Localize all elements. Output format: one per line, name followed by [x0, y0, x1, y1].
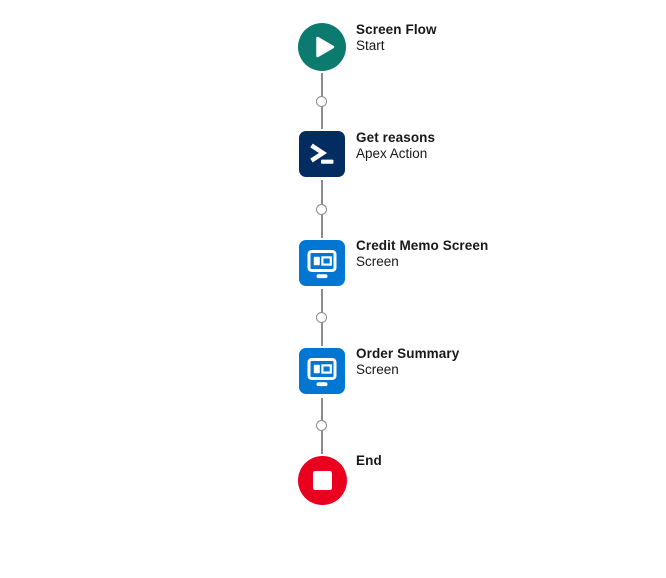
- screen-icon: [307, 358, 337, 387]
- node-subtitle: Apex Action: [356, 146, 428, 161]
- apex-action-node[interactable]: [299, 131, 345, 177]
- start-node[interactable]: [298, 23, 346, 71]
- screen-icon: [307, 250, 337, 279]
- screen-node-credit-memo[interactable]: [299, 240, 345, 286]
- end-node[interactable]: [298, 456, 347, 505]
- node-title: Screen Flow: [356, 22, 437, 37]
- node-label: Order Summary Screen: [356, 346, 459, 378]
- connector-add-dot[interactable]: [316, 420, 327, 431]
- connector-add-dot[interactable]: [316, 312, 327, 323]
- stop-icon: [313, 471, 332, 490]
- connector-add-dot[interactable]: [316, 204, 327, 215]
- node-label: Screen Flow Start: [356, 22, 437, 54]
- node-label: Credit Memo Screen Screen: [356, 238, 488, 270]
- node-subtitle: Screen: [356, 362, 399, 377]
- node-title: End: [356, 453, 382, 468]
- node-subtitle: Screen: [356, 254, 399, 269]
- screen-node-order-summary[interactable]: [299, 348, 345, 394]
- node-subtitle: Start: [356, 38, 385, 53]
- node-title: Order Summary: [356, 346, 460, 361]
- node-label: Get reasons Apex Action: [356, 130, 435, 162]
- terminal-icon: [310, 143, 334, 164]
- node-title: Credit Memo Screen: [356, 238, 489, 253]
- connector-add-dot[interactable]: [316, 96, 327, 107]
- play-icon: [316, 36, 335, 58]
- node-title: Get reasons: [356, 130, 436, 145]
- node-label: End: [356, 453, 382, 469]
